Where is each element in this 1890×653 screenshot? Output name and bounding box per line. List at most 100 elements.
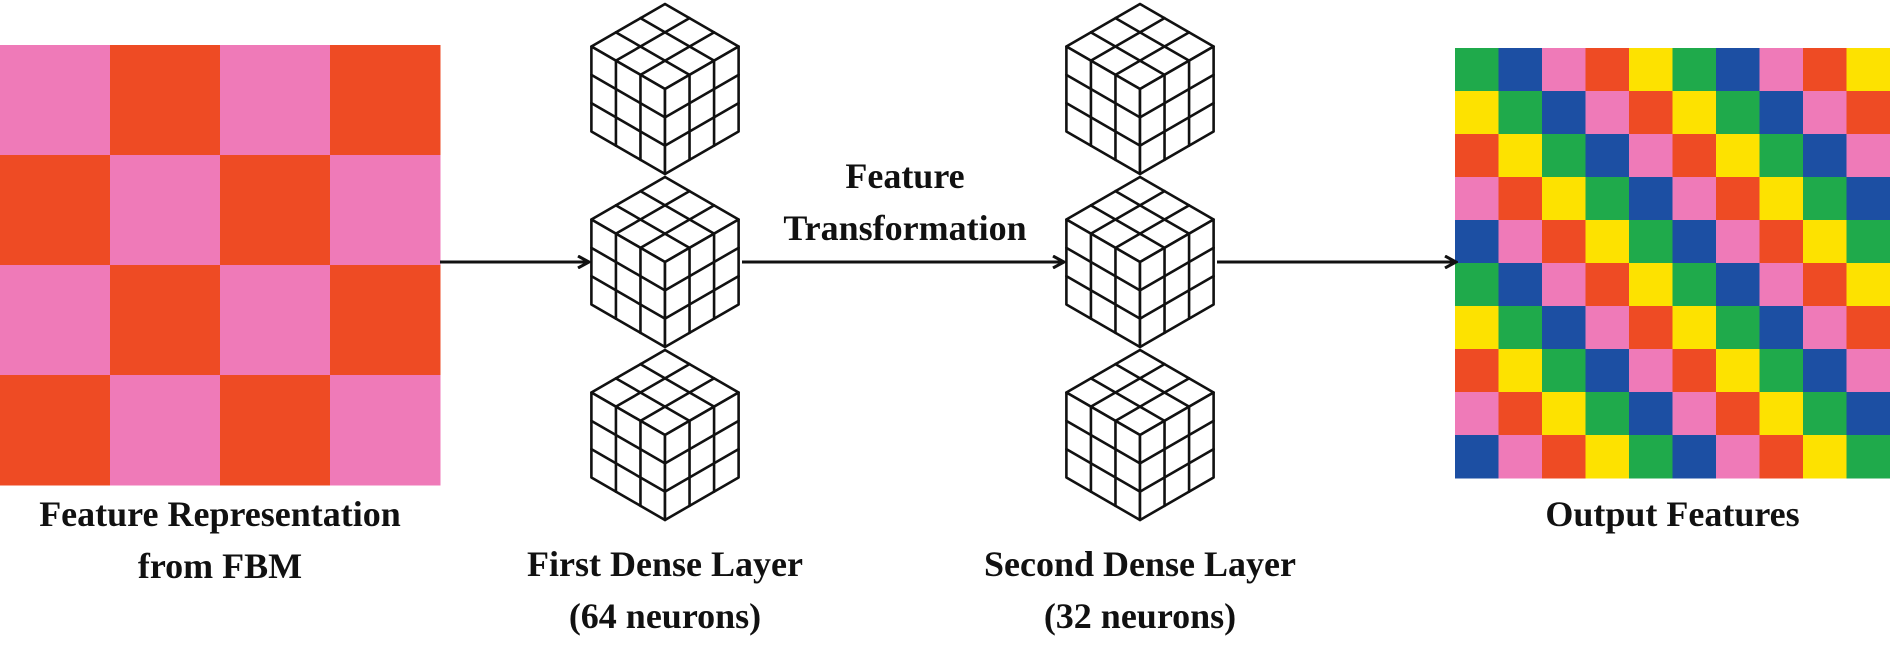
output-cell <box>1673 263 1717 307</box>
output-cell <box>1716 134 1760 178</box>
neuron-cube <box>1066 177 1213 347</box>
input-cell <box>220 265 331 376</box>
input-cell <box>0 45 111 156</box>
output-label-text: Output Features <box>1455 488 1890 540</box>
output-cell <box>1586 392 1630 436</box>
output-cell <box>1803 392 1847 436</box>
output-cell <box>1455 48 1499 92</box>
output-cell <box>1716 349 1760 393</box>
input-cell <box>330 155 441 266</box>
neuron-cube <box>591 350 738 520</box>
output-cell <box>1629 134 1673 178</box>
transformation-label-line2: Transformation <box>740 202 1070 254</box>
input-cell <box>110 45 221 156</box>
output-cell <box>1847 306 1890 350</box>
output-cell <box>1716 306 1760 350</box>
output-cell <box>1455 306 1499 350</box>
output-cell <box>1760 91 1804 135</box>
output-cell <box>1586 263 1630 307</box>
output-cell <box>1716 263 1760 307</box>
output-cell <box>1542 392 1586 436</box>
output-cell <box>1847 435 1890 479</box>
output-cell <box>1716 392 1760 436</box>
output-cell <box>1629 91 1673 135</box>
output-cell <box>1586 435 1630 479</box>
output-cell <box>1673 48 1717 92</box>
output-cell <box>1455 220 1499 264</box>
output-cell <box>1586 134 1630 178</box>
output-cell <box>1847 263 1890 307</box>
input-cell <box>0 375 111 486</box>
first-dense-layer-neurons: (64 neurons) <box>465 590 865 642</box>
output-cell <box>1716 48 1760 92</box>
input-cell <box>220 155 331 266</box>
neuron-cube <box>591 4 738 174</box>
output-cell <box>1499 306 1543 350</box>
output-cell <box>1716 91 1760 135</box>
output-cell <box>1803 306 1847 350</box>
output-cell <box>1455 177 1499 221</box>
output-cell <box>1673 177 1717 221</box>
output-cell <box>1499 392 1543 436</box>
output-cell <box>1760 263 1804 307</box>
output-cell <box>1803 263 1847 307</box>
output-cell <box>1455 134 1499 178</box>
output-cell <box>1629 435 1673 479</box>
output-cell <box>1455 392 1499 436</box>
output-cell <box>1542 435 1586 479</box>
input-cell <box>220 375 331 486</box>
output-cell <box>1542 134 1586 178</box>
output-cell <box>1586 220 1630 264</box>
output-cell <box>1629 392 1673 436</box>
input-cell <box>110 265 221 376</box>
output-cell <box>1499 263 1543 307</box>
output-cell <box>1673 306 1717 350</box>
output-cell <box>1847 91 1890 135</box>
output-cell <box>1499 134 1543 178</box>
output-cell <box>1760 220 1804 264</box>
output-label: Output Features <box>1455 488 1890 540</box>
output-cell <box>1803 435 1847 479</box>
output-cell <box>1629 306 1673 350</box>
input-cell <box>220 45 331 156</box>
output-cell <box>1586 91 1630 135</box>
output-cell <box>1673 134 1717 178</box>
output-cell <box>1716 435 1760 479</box>
output-cell <box>1803 91 1847 135</box>
output-cell <box>1629 48 1673 92</box>
output-cell <box>1542 220 1586 264</box>
output-cell <box>1673 220 1717 264</box>
output-cell <box>1673 392 1717 436</box>
output-cell <box>1455 349 1499 393</box>
input-label: Feature Representation from FBM <box>0 488 440 592</box>
output-cell <box>1803 177 1847 221</box>
input-cell <box>330 45 441 156</box>
output-cell <box>1542 91 1586 135</box>
output-cell <box>1760 134 1804 178</box>
input-label-line2: from FBM <box>0 540 440 592</box>
input-cell <box>110 375 221 486</box>
transformation-label-line1: Feature <box>740 150 1070 202</box>
transformation-label: Feature Transformation <box>740 150 1070 254</box>
output-cell <box>1760 435 1804 479</box>
input-cell <box>330 375 441 486</box>
input-cell <box>0 265 111 376</box>
output-cell <box>1499 435 1543 479</box>
output-cell <box>1760 306 1804 350</box>
output-cell <box>1760 392 1804 436</box>
output-cell <box>1847 392 1890 436</box>
output-cell <box>1716 220 1760 264</box>
output-cell <box>1586 177 1630 221</box>
second-dense-layer-cubes <box>1066 4 1213 520</box>
output-cell <box>1847 134 1890 178</box>
output-cell <box>1760 349 1804 393</box>
output-cell <box>1499 220 1543 264</box>
output-cell <box>1803 134 1847 178</box>
output-cell <box>1760 48 1804 92</box>
output-cell <box>1803 48 1847 92</box>
input-cell <box>0 155 111 266</box>
output-cell <box>1499 91 1543 135</box>
neuron-cube <box>591 177 738 347</box>
output-cell <box>1629 263 1673 307</box>
second-dense-layer-neurons: (32 neurons) <box>930 590 1350 642</box>
